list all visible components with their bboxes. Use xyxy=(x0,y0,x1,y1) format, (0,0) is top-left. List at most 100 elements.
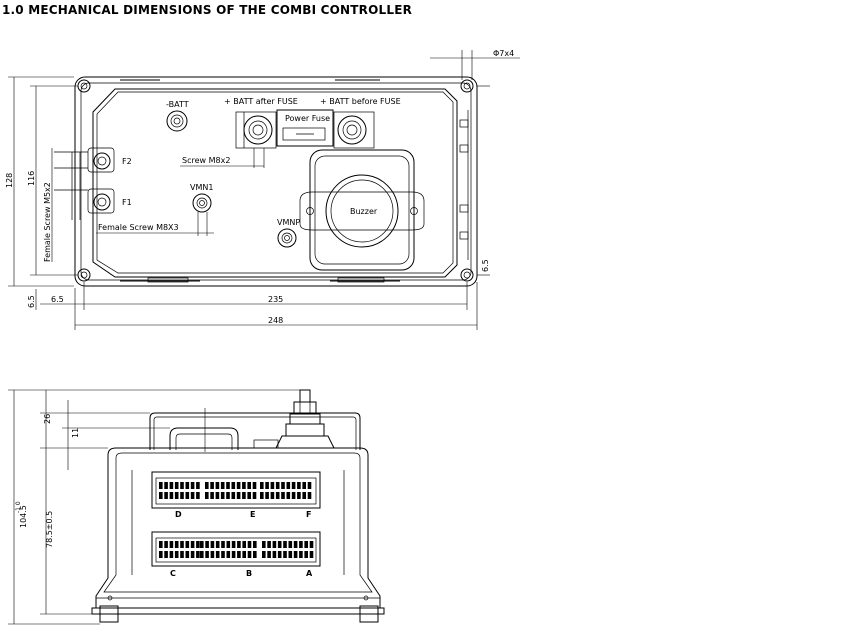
connector-pin xyxy=(307,492,312,499)
connector-pin xyxy=(210,482,214,489)
batt-neg-terminal xyxy=(166,110,188,132)
connector-pin xyxy=(267,541,271,548)
connector-pin xyxy=(226,482,230,489)
total-height-dimension: 104.5 xyxy=(19,505,28,528)
vmnp-terminal xyxy=(277,228,297,248)
connector-pin xyxy=(304,551,308,558)
connector-pin xyxy=(231,482,236,489)
connector-pin xyxy=(236,492,241,499)
connector-pin xyxy=(220,482,225,489)
connector-pin xyxy=(185,482,190,489)
connector-pin xyxy=(272,551,277,558)
f2-label: F2 xyxy=(122,157,132,166)
batt-before-fuse-label: + BATT before FUSE xyxy=(320,97,401,106)
connector-pin xyxy=(247,492,251,499)
connector-pin xyxy=(215,541,220,548)
connector-pin xyxy=(185,492,190,499)
connector-pin xyxy=(304,541,308,548)
bottom-offset-dimension: 6.5 xyxy=(27,295,36,308)
connector-pin xyxy=(169,492,174,499)
connector-pin xyxy=(272,541,277,548)
f1-post xyxy=(87,188,115,214)
connector-pin xyxy=(253,551,257,558)
connector-upper-row xyxy=(151,471,321,509)
connector-pin xyxy=(275,482,280,489)
connector-pin xyxy=(242,541,246,548)
connector-pin xyxy=(174,492,179,499)
connector-pin xyxy=(159,492,163,499)
connector-pin xyxy=(164,482,168,489)
connector-pin xyxy=(174,541,179,548)
right-offset-dimension: 6.5 xyxy=(481,259,490,272)
connector-pin xyxy=(180,551,184,558)
connector-pin xyxy=(190,551,195,558)
connector-pin xyxy=(275,492,280,499)
connector-pin xyxy=(267,551,271,558)
connector-pin xyxy=(309,551,314,558)
connector-pin xyxy=(247,551,252,558)
housing-outline xyxy=(74,76,478,287)
connector-pin xyxy=(180,492,184,499)
connector-pin xyxy=(164,492,168,499)
connector-d-label: D xyxy=(175,510,182,519)
connector-pin xyxy=(286,492,291,499)
connector-pin xyxy=(265,492,269,499)
connector-pin xyxy=(307,482,312,489)
connector-pin xyxy=(169,551,174,558)
connector-pin xyxy=(164,541,168,548)
connector-pin xyxy=(237,541,241,548)
connector-a-label: A xyxy=(306,569,313,578)
connector-pin xyxy=(281,492,285,499)
connector-pin xyxy=(277,551,282,558)
left-offset-dimension: 6.5 xyxy=(51,295,64,304)
female-screw-m5-label: Female Screw M5x2 xyxy=(43,182,52,262)
connector-pin xyxy=(270,492,275,499)
connector-c-label: C xyxy=(170,569,176,578)
base-plate xyxy=(91,607,385,615)
connector-pin xyxy=(205,551,209,558)
hole-dimension: Φ7x4 xyxy=(493,49,514,58)
batt-neg-label: -BATT xyxy=(166,100,189,109)
corner-hole-br xyxy=(460,268,474,282)
connector-pin xyxy=(252,492,257,499)
terminal-stud xyxy=(275,389,335,449)
connector-pin xyxy=(281,482,285,489)
connector-pin xyxy=(215,482,220,489)
connector-pin xyxy=(277,541,282,548)
connector-pin xyxy=(210,492,214,499)
connector-pin xyxy=(260,482,264,489)
connector-pin xyxy=(297,482,301,489)
connector-pin xyxy=(247,482,251,489)
connector-pin xyxy=(196,541,200,548)
connector-pin xyxy=(200,551,204,558)
connector-pin xyxy=(231,492,236,499)
connector-pin xyxy=(159,551,163,558)
batt-after-fuse-terminal xyxy=(235,111,277,149)
connector-pin xyxy=(299,541,303,548)
connector-pin xyxy=(242,551,246,558)
connector-pin xyxy=(190,482,195,489)
connector-pin xyxy=(210,541,215,548)
connector-pin xyxy=(283,551,287,558)
connector-pin xyxy=(291,482,296,489)
batt-before-fuse-terminal xyxy=(333,111,375,149)
corner-hole-bl xyxy=(77,268,91,282)
connector-pin xyxy=(185,551,190,558)
connector-pin xyxy=(174,551,179,558)
connector-f-label: F xyxy=(306,510,311,519)
connector-pin xyxy=(237,551,241,558)
top-11-dimension: 11 xyxy=(71,428,80,438)
upper-cap xyxy=(149,412,361,450)
connector-e-label: E xyxy=(250,510,255,519)
connector-pin xyxy=(226,492,230,499)
top-view: -BATT + BATT after FUSE Power Fuse + BAT… xyxy=(5,49,520,330)
connector-pin xyxy=(221,551,225,558)
connector-pin xyxy=(293,551,298,558)
connector-pin xyxy=(215,492,220,499)
buzzer-label: Buzzer xyxy=(350,207,378,216)
width-235-dimension: 235 xyxy=(268,295,283,304)
vmn-label: VMN1 xyxy=(190,183,213,192)
body-height-dimension: 78.5±0.5 xyxy=(45,511,54,548)
connector-pin xyxy=(262,551,266,558)
